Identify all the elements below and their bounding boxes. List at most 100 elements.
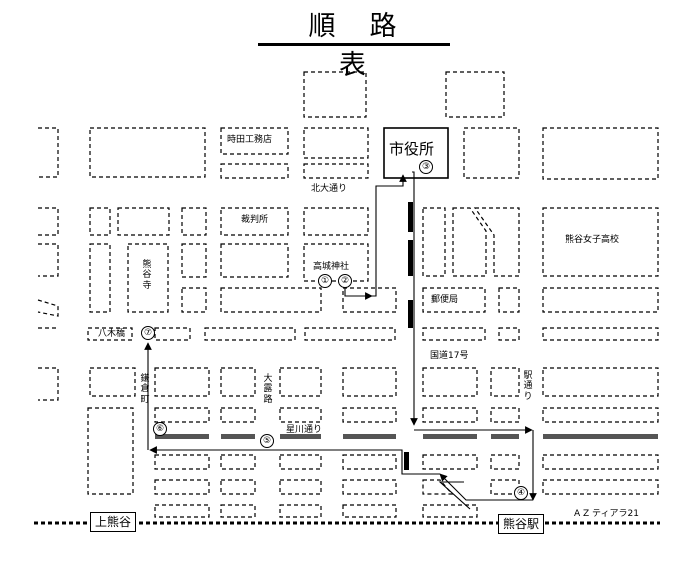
block xyxy=(422,367,478,397)
route-marker-1: ① xyxy=(318,274,332,288)
city-blocks xyxy=(37,71,659,518)
block xyxy=(154,367,210,397)
block xyxy=(498,327,520,341)
block xyxy=(304,327,396,341)
block xyxy=(303,243,369,282)
block xyxy=(127,243,169,313)
label-kumagaya-girls-high: 熊谷女子高校 xyxy=(565,235,620,245)
hoshikawa-street-strip xyxy=(155,434,658,439)
label-tokida-koumuten: 時田工務店 xyxy=(227,135,273,145)
block xyxy=(87,327,133,341)
label-yagibashi: 八木橋 xyxy=(98,329,126,339)
block xyxy=(89,127,206,178)
block xyxy=(342,367,397,397)
block xyxy=(542,479,659,495)
label-takashiro-shrine: 高城神社 xyxy=(313,262,350,272)
label-route-17: 国道17号 xyxy=(430,351,469,361)
block xyxy=(279,367,322,397)
block xyxy=(38,243,59,277)
cityhall-block xyxy=(383,127,449,179)
route-marker-4: ④ xyxy=(514,486,528,500)
block xyxy=(342,504,397,518)
block xyxy=(89,207,111,236)
block xyxy=(117,207,170,236)
station-kami-kumagaya: 上熊谷 xyxy=(90,512,137,532)
block xyxy=(154,504,210,518)
block xyxy=(181,243,207,278)
block xyxy=(38,207,59,236)
block xyxy=(38,127,59,178)
block xyxy=(279,454,322,470)
label-post-office: 郵便局 xyxy=(431,295,459,305)
block xyxy=(490,407,520,423)
block xyxy=(220,127,289,155)
route-arrows xyxy=(144,171,537,510)
block xyxy=(542,454,659,470)
block xyxy=(422,407,478,423)
block xyxy=(422,207,446,277)
block xyxy=(498,287,520,313)
block xyxy=(220,407,256,423)
label-courthouse: 裁判所 xyxy=(241,215,269,225)
block xyxy=(490,367,520,397)
block xyxy=(542,207,659,277)
block xyxy=(422,479,454,495)
block xyxy=(279,479,322,495)
block xyxy=(220,207,289,236)
block xyxy=(342,407,397,423)
page-title: 順路表 xyxy=(308,11,431,81)
block xyxy=(542,127,659,180)
block xyxy=(303,71,367,118)
block xyxy=(452,207,487,277)
label-hoshikawa-dori: 星川通り xyxy=(286,425,323,435)
block xyxy=(279,407,322,423)
title-underline xyxy=(258,43,450,46)
block xyxy=(154,479,210,495)
block xyxy=(422,504,478,518)
block xyxy=(542,407,659,423)
block xyxy=(89,367,136,397)
label-ohirozi: 大露路 xyxy=(263,374,273,405)
label-kumagaya-temple: 熊谷寺 xyxy=(142,260,152,291)
block xyxy=(342,479,397,495)
block xyxy=(220,504,256,518)
label-az-tiara21: A Z ティアラ21 xyxy=(574,509,639,519)
block xyxy=(37,299,59,317)
block xyxy=(154,327,191,341)
route-marker-7: ⑦ xyxy=(141,326,155,340)
block xyxy=(38,367,59,401)
block xyxy=(342,287,397,313)
block xyxy=(422,454,478,470)
block xyxy=(463,127,520,179)
block xyxy=(204,327,296,341)
block xyxy=(89,243,111,313)
block xyxy=(181,207,207,236)
route-marker-5: ⑤ xyxy=(260,434,274,448)
block xyxy=(181,287,207,313)
block xyxy=(220,163,289,179)
block xyxy=(542,367,659,397)
route-marker-3: ③ xyxy=(419,160,433,174)
block xyxy=(220,454,256,470)
block xyxy=(220,287,322,313)
block xyxy=(445,71,505,118)
block xyxy=(303,163,369,179)
block xyxy=(542,287,659,313)
block xyxy=(220,243,289,278)
block xyxy=(220,367,256,397)
route17-median xyxy=(404,202,413,470)
route-marker-6: ⑥ xyxy=(153,422,167,436)
block xyxy=(303,207,369,236)
block xyxy=(154,407,210,423)
block xyxy=(342,454,397,470)
block xyxy=(422,327,486,341)
block xyxy=(303,127,369,159)
block xyxy=(490,454,520,470)
block xyxy=(220,479,256,495)
label-kita-odori: 北大通り xyxy=(311,184,348,194)
block xyxy=(154,454,210,470)
block xyxy=(542,327,659,341)
label-city-hall: 市役所 xyxy=(389,140,435,158)
block xyxy=(422,287,486,313)
